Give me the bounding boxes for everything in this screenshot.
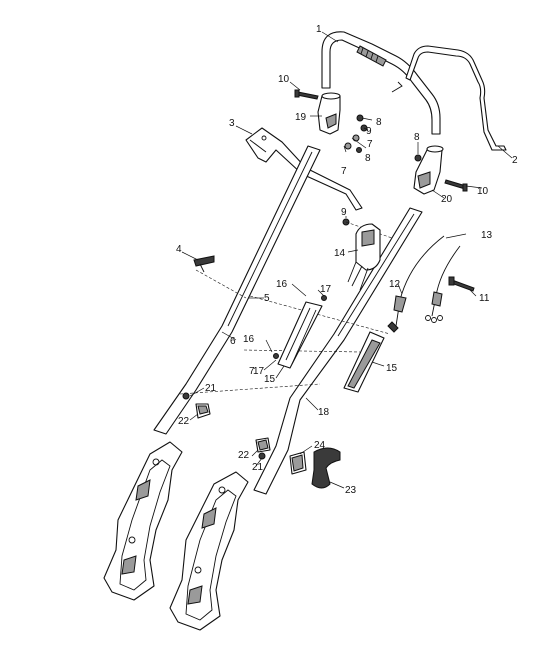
alignment-lines	[179, 221, 393, 395]
callout-22-a: 22	[178, 416, 190, 427]
callout-22-b: 22	[238, 450, 250, 461]
callout-19: 19	[295, 112, 307, 123]
callout-10-b: 10	[477, 186, 489, 197]
callout-14: 14	[334, 248, 346, 259]
callout-16-b: 16	[243, 334, 255, 345]
callout-7-c: 7	[249, 366, 255, 377]
callout-17-b: 17	[253, 366, 265, 377]
quick-release-lever	[289, 447, 341, 489]
handle-bracket-left	[317, 92, 341, 135]
callout-8-b: 8	[414, 132, 420, 143]
callout-15-b: 15	[386, 363, 398, 374]
callout-4: 4	[176, 244, 182, 255]
callout-13: 13	[481, 230, 493, 241]
callout-1: 1	[316, 24, 322, 35]
leader-lines	[181, 31, 513, 489]
knob-right	[255, 437, 271, 460]
callout-20: 20	[441, 194, 453, 205]
lower-tube-right	[253, 207, 423, 495]
mounting-bracket-right	[169, 471, 249, 631]
callout-15-a: 15	[264, 374, 276, 385]
callout-2: 2	[512, 155, 518, 166]
callout-8-a: 8	[376, 117, 382, 128]
callout-7-b: 7	[341, 166, 347, 177]
callout-9-b: 9	[341, 207, 347, 218]
callout-9-a: 9	[366, 126, 372, 137]
callout-labels: 1 2 3 4 5 6 7 7 7 8 8 8 9 9 10 10 11 12 …	[176, 24, 518, 496]
knob-left	[182, 392, 211, 419]
bolt-11	[448, 276, 475, 292]
callout-24: 24	[314, 440, 326, 451]
callout-5: 5	[264, 293, 270, 304]
callout-18: 18	[318, 407, 330, 418]
callout-8-c: 8	[365, 153, 371, 164]
callout-7-a: 7	[367, 139, 373, 150]
cable-switch	[347, 223, 381, 291]
callout-23: 23	[345, 485, 357, 496]
handle-bracket-right	[413, 145, 444, 195]
small-hardware	[240, 89, 468, 302]
callout-6: 6	[230, 336, 236, 347]
callout-10-a: 10	[278, 74, 290, 85]
lower-tube-left	[153, 145, 321, 435]
callout-21-a: 21	[205, 383, 217, 394]
cable-guide-right	[343, 331, 385, 393]
callout-11: 11	[479, 293, 490, 304]
control-bail	[405, 45, 507, 151]
cable-guide-left	[273, 295, 327, 369]
callout-21-b: 21	[252, 462, 264, 473]
upper-handle	[321, 31, 441, 135]
cable-clip	[193, 255, 215, 273]
mounting-bracket-left	[103, 441, 183, 601]
callout-12: 12	[389, 279, 401, 290]
callout-3: 3	[229, 118, 235, 129]
callout-17-a: 17	[320, 284, 332, 295]
callout-16-a: 16	[276, 279, 288, 290]
cables	[387, 235, 461, 333]
